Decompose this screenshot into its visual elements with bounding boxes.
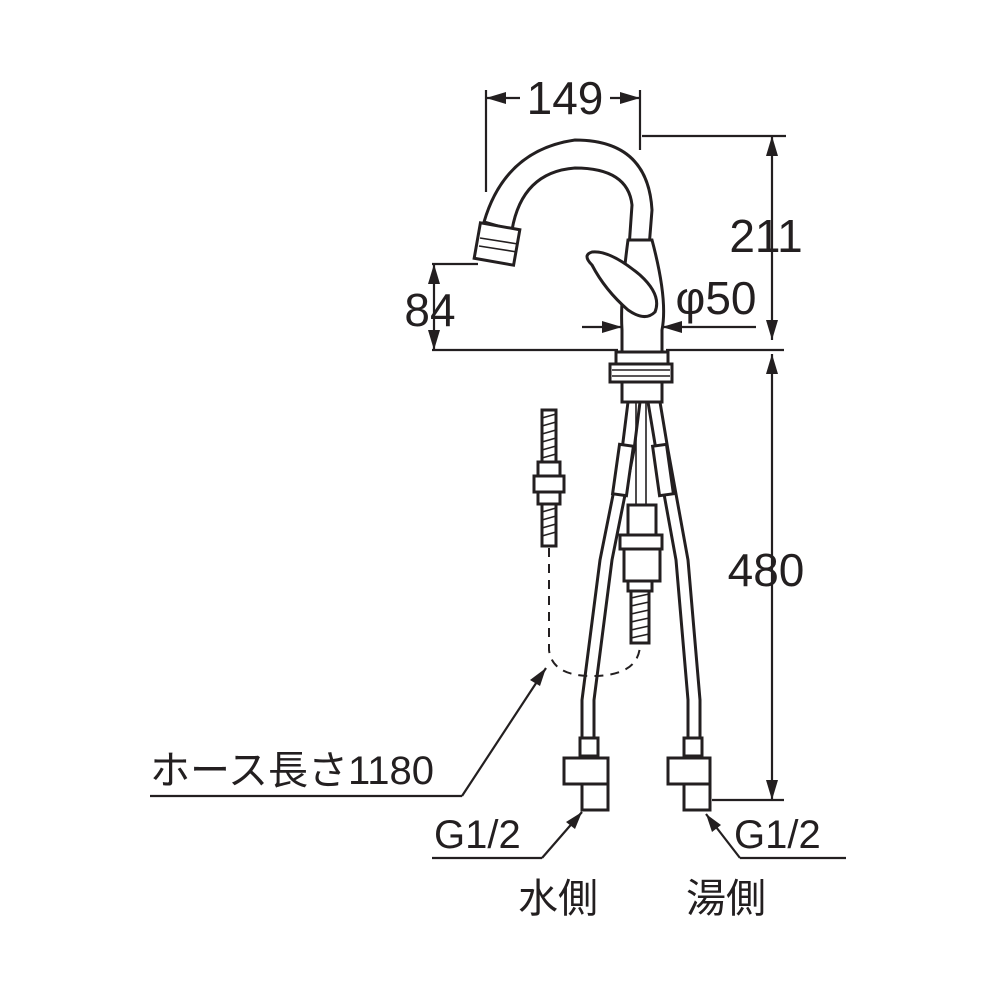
- spout: [482, 138, 654, 264]
- base-flange: [614, 350, 670, 366]
- lever-handle: [585, 250, 659, 318]
- dim-spout-reach-value: 149: [527, 72, 604, 124]
- dim-body-diameter: φ50: [582, 272, 757, 333]
- hose-coupler: [626, 503, 658, 537]
- dim-hose-drop-value: 480: [728, 544, 805, 596]
- cold-valve: [562, 736, 610, 812]
- dim-outlet-height-value: 84: [404, 284, 455, 336]
- hose-detail: [532, 408, 641, 678]
- dim-outlet-height: 84: [404, 262, 478, 350]
- cold-thread-label: G1/2: [434, 813, 521, 857]
- dim-height-spout-value: 211: [729, 210, 802, 262]
- dim-height-spout: 211: [642, 134, 803, 340]
- callout-cold-thread: G1/2: [432, 811, 583, 860]
- callout-hose-length: ホース長さ1180: [150, 667, 547, 798]
- mount-nut: [608, 362, 674, 384]
- dim-hose-drop: 480: [712, 354, 805, 802]
- cold-side-label: 水側: [518, 877, 598, 921]
- supply-hoses: [562, 400, 712, 812]
- faucet-body: [472, 138, 674, 404]
- mount-shank: [620, 380, 664, 404]
- dim-body-diameter-value: φ50: [676, 272, 757, 324]
- dim-spout-reach: 149: [484, 72, 642, 192]
- hose-length-label: ホース長さ1180: [150, 749, 434, 793]
- hose-dashed-line: [548, 548, 641, 678]
- hot-valve: [666, 736, 712, 812]
- hot-thread-label: G1/2: [734, 813, 821, 857]
- center-hose: [635, 402, 647, 515]
- aerator: [472, 221, 522, 267]
- callout-hot-thread: G1/2: [705, 813, 846, 860]
- hot-side-label: 湯側: [686, 877, 766, 921]
